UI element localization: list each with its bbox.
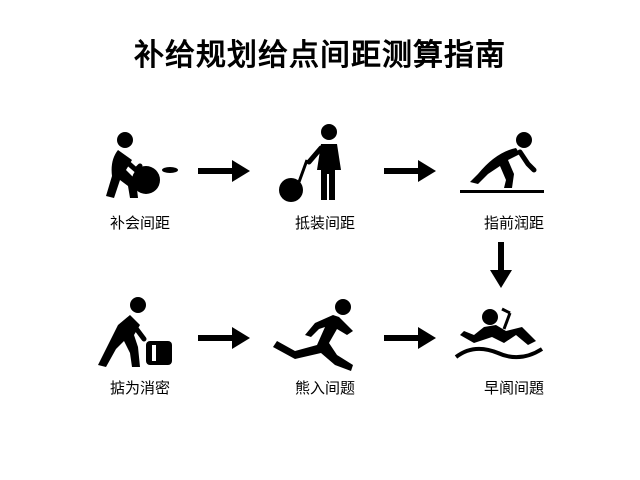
arrow-right-icon [384, 327, 436, 349]
arrow-down-icon [490, 242, 512, 288]
step-label: 早阆间題 [483, 379, 544, 397]
step-label: 熊入间题 [294, 379, 355, 397]
arrow-right-icon [384, 160, 436, 182]
person-crawling-icon [460, 132, 544, 193]
person-with-ball-icon [106, 132, 178, 198]
step-4: 掂为消密 [70, 295, 210, 445]
arrow-right-icon [198, 327, 250, 349]
arrow-right-icon [198, 160, 250, 182]
step-label: 掂为消密 [109, 379, 170, 397]
step-label: 指前润距 [483, 214, 544, 232]
person-running-icon [273, 299, 353, 371]
step-5: 熊入间题 [255, 295, 395, 445]
person-with-box-icon [98, 297, 172, 367]
step-2: 抵装间距 [255, 120, 395, 270]
page-title: 补给规划给点间距测算指南 [134, 38, 506, 73]
step-label: 补会间距 [109, 214, 170, 232]
step-label: 抵装间距 [294, 214, 355, 232]
step-6: 早阆间題 [444, 295, 584, 445]
person-lying-on-mat-icon [454, 307, 544, 360]
step-1: 补会间距 [70, 130, 210, 280]
step-3: 指前润距 [444, 130, 584, 280]
person-with-ball-on-stick-icon [279, 124, 341, 202]
